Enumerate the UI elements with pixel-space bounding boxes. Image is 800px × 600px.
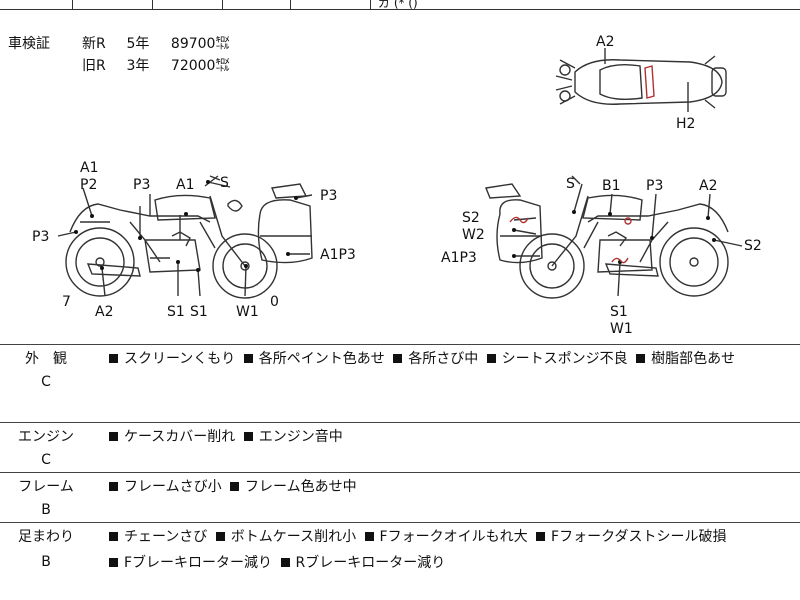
label-left-p3-case: P3 bbox=[320, 188, 337, 204]
bullet-square-icon bbox=[243, 354, 253, 363]
condition-item: エンジン音中 bbox=[240, 429, 343, 445]
header-table-fragment: ガ (* () bbox=[0, 0, 800, 10]
label-left-s1: S1 bbox=[167, 304, 185, 320]
grade-engine: C bbox=[41, 452, 51, 468]
bullet-square-icon bbox=[109, 354, 118, 363]
label-right-s1: S1 bbox=[610, 304, 628, 320]
inspection-type: 新R bbox=[82, 36, 106, 52]
section-label-frame: フレーム bbox=[18, 479, 74, 495]
label-left-a1: A1 bbox=[80, 160, 98, 176]
label-left-p3: P3 bbox=[133, 177, 150, 193]
bullet-square-icon bbox=[109, 432, 118, 441]
condition-item: Fフォークオイルもれ大 bbox=[361, 529, 528, 545]
bullet-square-icon bbox=[536, 532, 546, 541]
label-right-w1: W1 bbox=[610, 321, 633, 337]
label-right-a1p3: A1P3 bbox=[441, 250, 477, 266]
bullet-square-icon bbox=[636, 354, 646, 363]
motorcycle-top-view bbox=[555, 48, 727, 112]
label-left-s: S bbox=[220, 175, 229, 191]
label-top-a2: A2 bbox=[596, 34, 614, 50]
section-label-suspension: 足まわり bbox=[18, 529, 74, 545]
bullet-square-icon bbox=[230, 482, 240, 491]
condition-item: スクリーンくもり bbox=[105, 351, 235, 367]
condition-item: 各所さび中 bbox=[389, 351, 478, 367]
inspection-row: 新R 5年 89700㌖ bbox=[82, 33, 229, 55]
bullet-square-icon bbox=[109, 558, 118, 567]
inspection-distance: 72000㌖ bbox=[170, 58, 230, 74]
bullet-square-icon bbox=[109, 482, 118, 491]
inspection-years: 5年 bbox=[126, 36, 150, 52]
section-items-exterior: スクリーンくもり 各所ペイント色あせ 各所さび中 シートスポンジ不良 樹脂部色あ… bbox=[105, 346, 795, 372]
label-left-p3-rear: P3 bbox=[32, 229, 49, 245]
condition-item: ボトムケース削れ小 bbox=[212, 529, 356, 545]
inspection-distance: 89700㌖ bbox=[170, 36, 230, 52]
condition-item: 樹脂部色あせ bbox=[632, 351, 735, 367]
damage-mark bbox=[611, 257, 629, 264]
condition-item: Fブレーキローター減り bbox=[105, 555, 272, 571]
grade-suspension: B bbox=[41, 554, 51, 570]
label-left-w1: W1 bbox=[236, 304, 259, 320]
label-left-7: 7 bbox=[62, 294, 71, 310]
motorcycle-left-side-view bbox=[57, 175, 313, 299]
section-divider bbox=[0, 422, 800, 423]
label-left-a1-tank: A1 bbox=[176, 177, 194, 193]
bullet-square-icon bbox=[280, 558, 290, 567]
section-divider bbox=[0, 522, 800, 523]
damage-mark bbox=[624, 217, 632, 225]
label-right-s2-rear: S2 bbox=[744, 238, 762, 254]
condition-item: Fフォークダストシール破損 bbox=[532, 529, 727, 545]
condition-item: フレームさび小 bbox=[105, 479, 222, 495]
label-top-h2: H2 bbox=[676, 116, 695, 132]
inspection-type: 旧R bbox=[82, 58, 106, 74]
condition-item: チェーンさび bbox=[105, 529, 207, 545]
header-fragment-text: ガ (* () bbox=[378, 0, 418, 10]
label-right-s2: S2 bbox=[462, 210, 480, 226]
damage-mark bbox=[509, 216, 529, 224]
condition-item: 各所ペイント色あせ bbox=[240, 351, 385, 367]
label-left-p2: P2 bbox=[80, 177, 97, 193]
inspection-label: 車検証 bbox=[8, 36, 50, 52]
inspection-row: 旧R 3年 72000㌖ bbox=[82, 55, 229, 77]
condition-item: Rブレーキローター減り bbox=[277, 555, 445, 571]
bullet-square-icon bbox=[486, 354, 496, 363]
bullet-square-icon bbox=[109, 532, 118, 541]
label-left-a2: A2 bbox=[95, 304, 113, 320]
grade-frame: B bbox=[41, 502, 51, 518]
label-right-p3: P3 bbox=[646, 178, 663, 194]
section-items-engine: ケースカバー削れ エンジン音中 bbox=[105, 424, 795, 450]
inspection-years: 3年 bbox=[126, 58, 150, 74]
section-divider bbox=[0, 344, 800, 345]
condition-item: フレーム色あせ中 bbox=[226, 479, 357, 495]
bullet-square-icon bbox=[215, 532, 225, 541]
bullet-square-icon bbox=[243, 432, 253, 441]
label-left-s1: S1 bbox=[190, 304, 208, 320]
section-label-exterior: 外 観 bbox=[25, 351, 67, 367]
condition-item: ケースカバー削れ bbox=[105, 429, 235, 445]
label-right-a2: A2 bbox=[699, 178, 717, 194]
label-left-0: 0 bbox=[270, 294, 279, 310]
label-right-w2: W2 bbox=[462, 227, 485, 243]
damage-diagram: A2 H2 bbox=[32, 34, 762, 337]
bullet-square-icon bbox=[393, 354, 403, 363]
section-label-engine: エンジン bbox=[18, 429, 74, 445]
section-items-suspension: チェーンさび ボトムケース削れ小 Fフォークオイルもれ大 Fフォークダストシール… bbox=[105, 524, 795, 576]
motorcycle-right-side-view bbox=[485, 175, 743, 299]
grade-exterior: C bbox=[41, 374, 51, 390]
bullet-square-icon bbox=[364, 532, 374, 541]
label-left-a1p3: A1P3 bbox=[320, 247, 356, 263]
section-divider bbox=[0, 472, 800, 473]
label-right-s: S bbox=[566, 176, 575, 192]
section-items-frame: フレームさび小 フレーム色あせ中 bbox=[105, 474, 795, 500]
condition-item: シートスポンジ不良 bbox=[483, 351, 628, 367]
label-right-b1: B1 bbox=[602, 178, 621, 194]
